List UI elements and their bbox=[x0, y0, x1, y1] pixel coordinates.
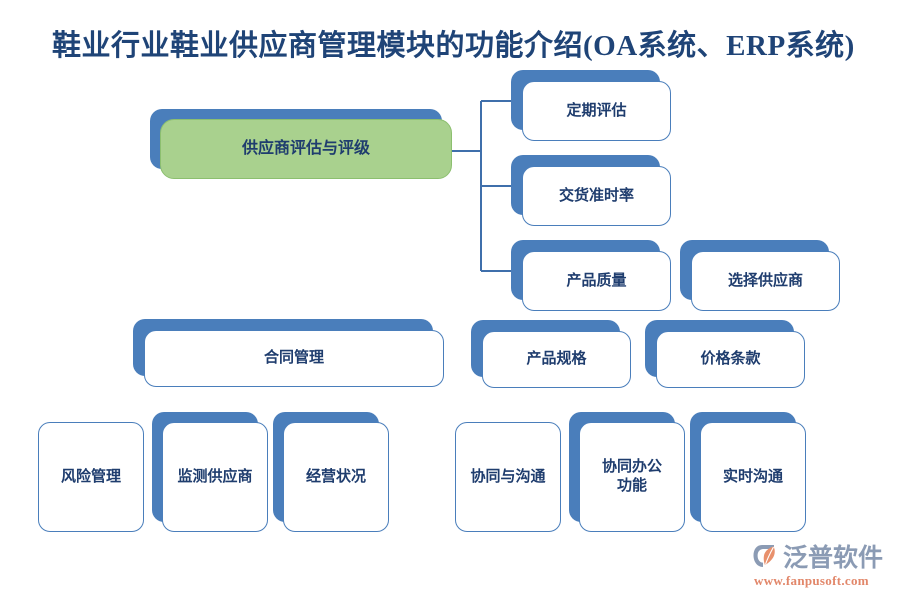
node-label: 经营状况 bbox=[305, 468, 366, 485]
page-title: 鞋业行业鞋业供应商管理模块的功能介绍(OA系统、ERP系统) bbox=[52, 30, 855, 62]
node-face[interactable]: 协同与沟通 bbox=[455, 422, 561, 532]
node-face[interactable]: 价格条款 bbox=[656, 331, 805, 388]
node-operating-status[interactable]: 经营状况 bbox=[273, 412, 389, 532]
node-label: 选择供应商 bbox=[727, 272, 803, 289]
node-face[interactable]: 实时沟通 bbox=[700, 422, 806, 532]
node-label: 定期评估 bbox=[566, 102, 627, 119]
node-face[interactable]: 风险管理 bbox=[38, 422, 144, 532]
node-face[interactable]: 协同办公 功能 bbox=[579, 422, 685, 532]
node-face[interactable]: 选择供应商 bbox=[691, 251, 840, 311]
node-contract-management[interactable]: 合同管理 bbox=[133, 319, 444, 387]
node-face[interactable]: 交货准时率 bbox=[522, 166, 671, 226]
node-label: 供应商评估与评级 bbox=[241, 140, 370, 157]
node-realtime-communication[interactable]: 实时沟通 bbox=[690, 412, 806, 532]
logo-brand-text: 泛普软件 bbox=[783, 544, 884, 572]
node-label: 协同办公 功能 bbox=[601, 458, 662, 494]
node-risk-management[interactable]: 风险管理 bbox=[38, 422, 144, 532]
node-face[interactable]: 经营状况 bbox=[283, 422, 389, 532]
fanpu-swoosh-icon bbox=[753, 545, 775, 567]
node-product-specification[interactable]: 产品规格 bbox=[471, 320, 631, 388]
node-supplier-evaluation-rating[interactable]: 供应商评估与评级 bbox=[150, 109, 452, 179]
node-face[interactable]: 定期评估 bbox=[522, 81, 671, 141]
logo-url-text: www.fanpusoft.com bbox=[754, 573, 869, 588]
logo-row: 泛普软件 bbox=[752, 540, 896, 572]
brand-logo: 泛普软件 www.fanpusoft.com bbox=[752, 540, 896, 592]
node-product-quality[interactable]: 产品质量 bbox=[511, 240, 671, 311]
node-label: 协同与沟通 bbox=[470, 468, 546, 485]
node-label: 风险管理 bbox=[60, 468, 121, 485]
node-delivery-on-time-rate[interactable]: 交货准时率 bbox=[511, 155, 671, 226]
node-face[interactable]: 产品质量 bbox=[522, 251, 671, 311]
node-label: 价格条款 bbox=[700, 351, 761, 368]
node-collaborative-office-function[interactable]: 协同办公 功能 bbox=[569, 412, 685, 532]
node-select-supplier[interactable]: 选择供应商 bbox=[680, 240, 840, 311]
node-price-terms[interactable]: 价格条款 bbox=[645, 320, 805, 388]
node-face[interactable]: 监测供应商 bbox=[162, 422, 268, 532]
node-periodic-evaluation[interactable]: 定期评估 bbox=[511, 70, 671, 141]
node-label: 实时沟通 bbox=[722, 468, 783, 485]
node-collaboration-communication[interactable]: 协同与沟通 bbox=[455, 422, 561, 532]
node-face[interactable]: 供应商评估与评级 bbox=[160, 119, 452, 179]
node-label: 产品质量 bbox=[566, 272, 627, 289]
node-label: 合同管理 bbox=[263, 349, 324, 367]
node-face[interactable]: 产品规格 bbox=[482, 331, 631, 388]
node-monitor-supplier[interactable]: 监测供应商 bbox=[152, 412, 268, 532]
node-label: 交货准时率 bbox=[558, 187, 634, 204]
node-label: 监测供应商 bbox=[177, 468, 253, 485]
node-face[interactable]: 合同管理 bbox=[144, 330, 444, 387]
node-label: 产品规格 bbox=[526, 351, 587, 368]
